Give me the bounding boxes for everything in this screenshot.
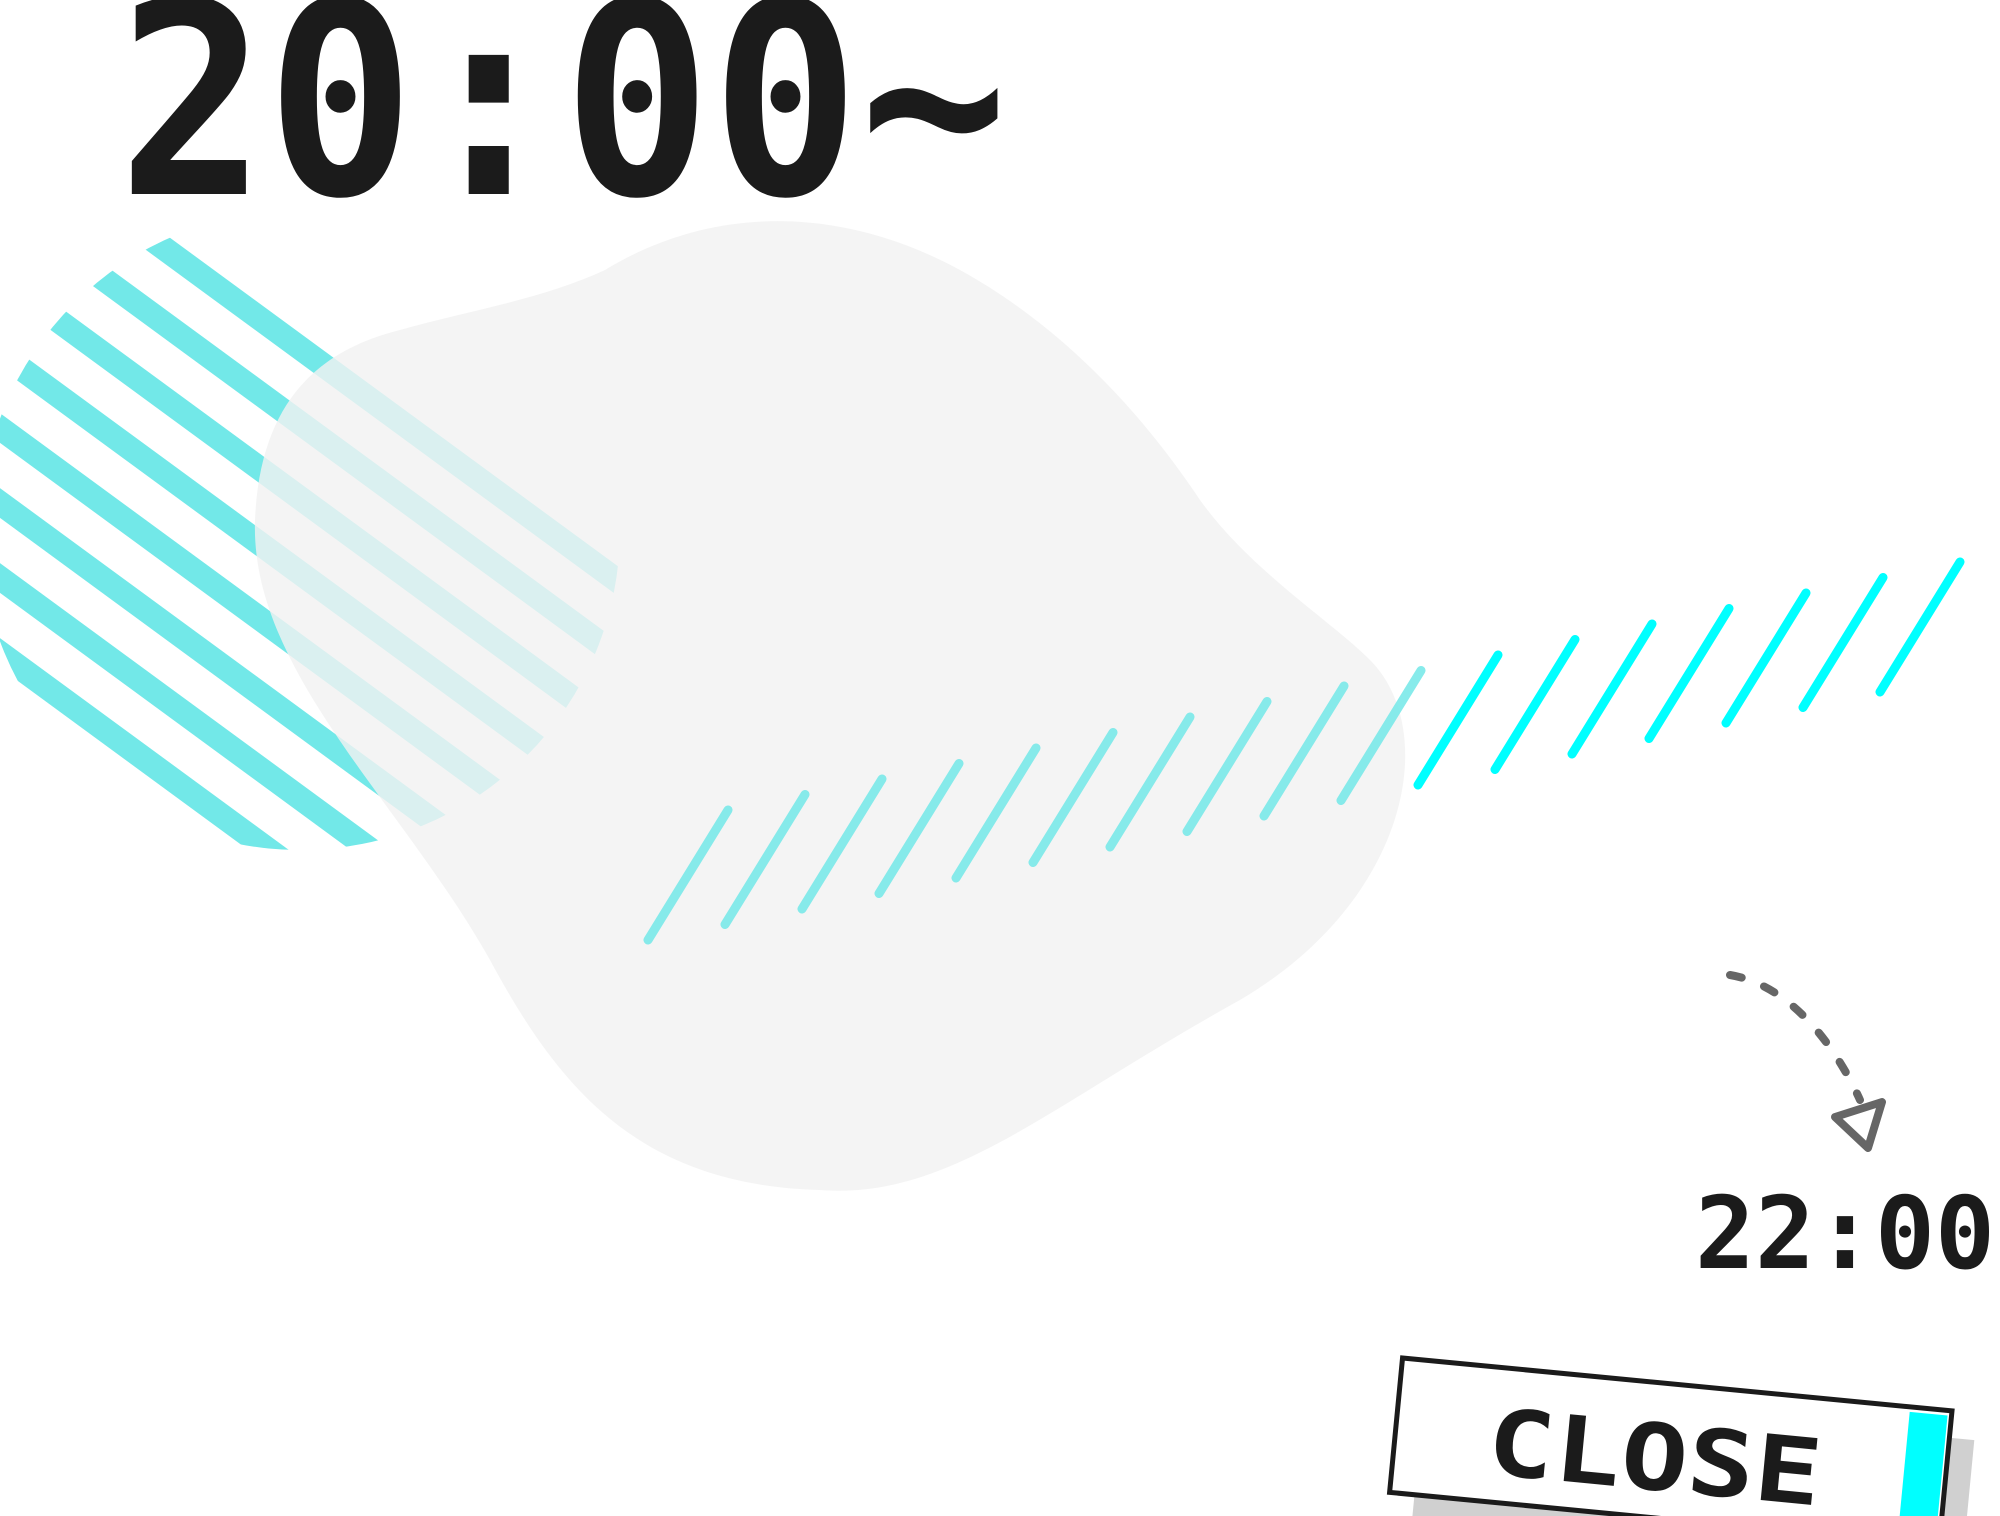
diagonal-tick — [1259, 681, 1349, 821]
diagonal-tick — [951, 743, 1041, 883]
arrow-dashed-curve — [1726, 971, 1864, 1104]
start-time-headline: 20:00~ — [118, 0, 1008, 258]
diagonal-tick — [874, 759, 964, 898]
diagonal-tick-marks — [643, 557, 1965, 945]
diagonal-tick — [1105, 712, 1195, 852]
close-tag-accent-bar — [1897, 1411, 1948, 1516]
circle-stripe — [0, 480, 620, 850]
close-tag: CLOSE — [1386, 1355, 1975, 1516]
diagonal-tick — [1644, 604, 1734, 743]
circle-stripe — [0, 555, 620, 850]
end-time-label: 22:00 — [1695, 1175, 1995, 1292]
diagonal-tick — [1413, 650, 1503, 790]
close-tag-box — [1386, 1355, 1955, 1516]
arrow-head — [1831, 1098, 1886, 1152]
diagonal-tick — [1875, 557, 1965, 697]
diagonal-tick — [1028, 728, 1118, 867]
diagonal-tick — [1567, 619, 1657, 759]
diagonal-tick — [720, 790, 810, 929]
diagonal-tick — [1721, 588, 1811, 728]
gray-blob-shape — [254, 221, 1406, 1191]
diagonal-tick — [797, 774, 887, 914]
diagonal-tick — [1182, 697, 1272, 836]
diagonal-tick — [1336, 666, 1426, 805]
circle-stripe — [0, 405, 620, 850]
diagonal-tick — [1490, 635, 1580, 774]
diagonal-tick — [643, 805, 733, 945]
curved-dashed-arrow-icon — [1726, 971, 1886, 1152]
diagonal-tick — [1798, 573, 1888, 712]
